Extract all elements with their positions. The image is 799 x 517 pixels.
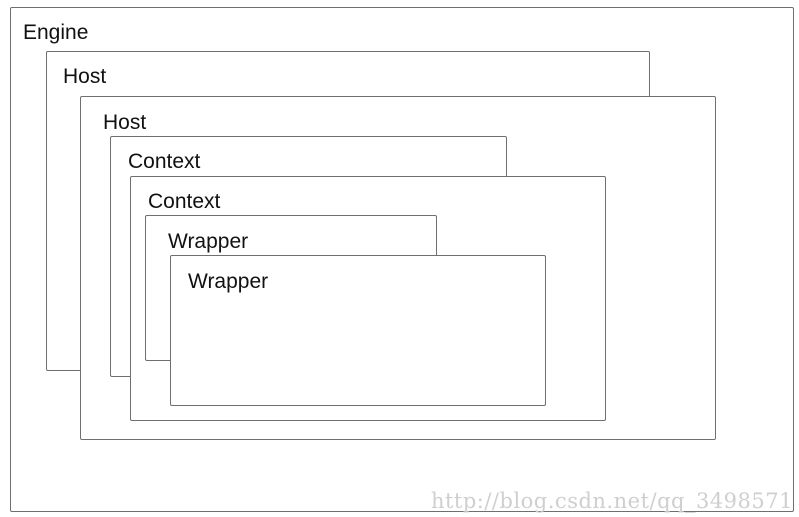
engine-label: Engine [23,21,89,44]
wrapper-box-2 [170,255,546,406]
context-label-1: Context [128,150,201,173]
host-label-2: Host [103,111,147,134]
wrapper-label-1: Wrapper [168,230,249,253]
host-label-1: Host [63,65,107,88]
wrapper-label-2: Wrapper [188,270,269,293]
watermark-text: http://blog.csdn.net/qq_3498571 [430,489,793,513]
context-label-2: Context [148,190,221,213]
